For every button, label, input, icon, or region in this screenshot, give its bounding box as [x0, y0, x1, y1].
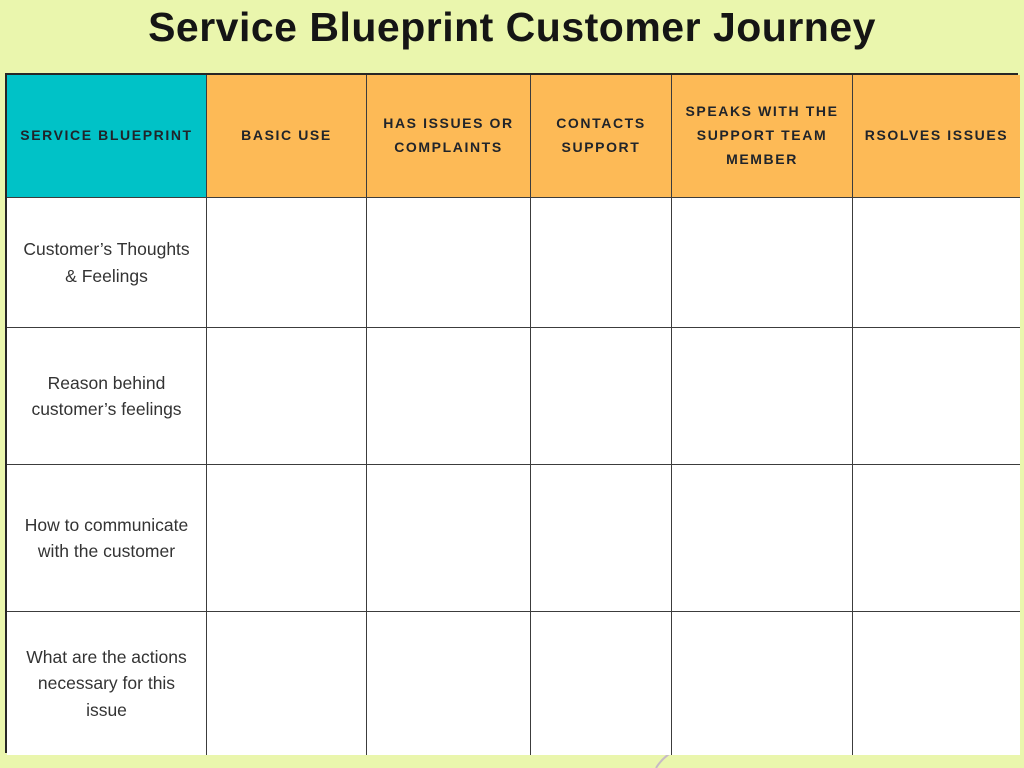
table-cell [207, 198, 367, 328]
table-cell [853, 328, 1020, 465]
table-cell [207, 328, 367, 465]
table-cell [531, 198, 672, 328]
table-cell [367, 328, 531, 465]
row-label-actions-necessary: What are the actions necessary for this … [7, 612, 207, 755]
header-cell-has-issues: HAS ISSUES OR COMPLAINTS [367, 75, 531, 198]
table-cell [853, 198, 1020, 328]
row-label-reason-behind-feelings: Reason behind customer’s feelings [7, 328, 207, 465]
table-cell [531, 612, 672, 755]
table-cell [207, 465, 367, 612]
service-blueprint-table: SERVICE BLUEPRINT BASIC USE HAS ISSUES O… [5, 73, 1020, 755]
header-cell-contacts-support: CONTACTS SUPPORT [531, 75, 672, 198]
table-cell [367, 465, 531, 612]
page-title: Service Blueprint Customer Journey [148, 4, 876, 50]
table-cell [207, 612, 367, 755]
table-cell [672, 328, 853, 465]
table-cell [672, 465, 853, 612]
table-cell [531, 328, 672, 465]
header-cell-basic-use: BASIC USE [207, 75, 367, 198]
table-cell [672, 198, 853, 328]
row-label-how-to-communicate: How to communicate with the customer [7, 465, 207, 612]
table-cell [367, 612, 531, 755]
table-cell [531, 465, 672, 612]
table-cell [672, 612, 853, 755]
header-cell-speaks-with-support: SPEAKS WITH THE SUPPORT TEAM MEMBER [672, 75, 853, 198]
table-cell [853, 612, 1020, 755]
header-cell-resolves-issues: RSOLVES ISSUES [853, 75, 1020, 198]
table-cell [367, 198, 531, 328]
header-cell-service-blueprint: SERVICE BLUEPRINT [7, 75, 207, 198]
row-label-thoughts-feelings: Customer’s Thoughts & Feelings [7, 198, 207, 328]
table-cell [853, 465, 1020, 612]
